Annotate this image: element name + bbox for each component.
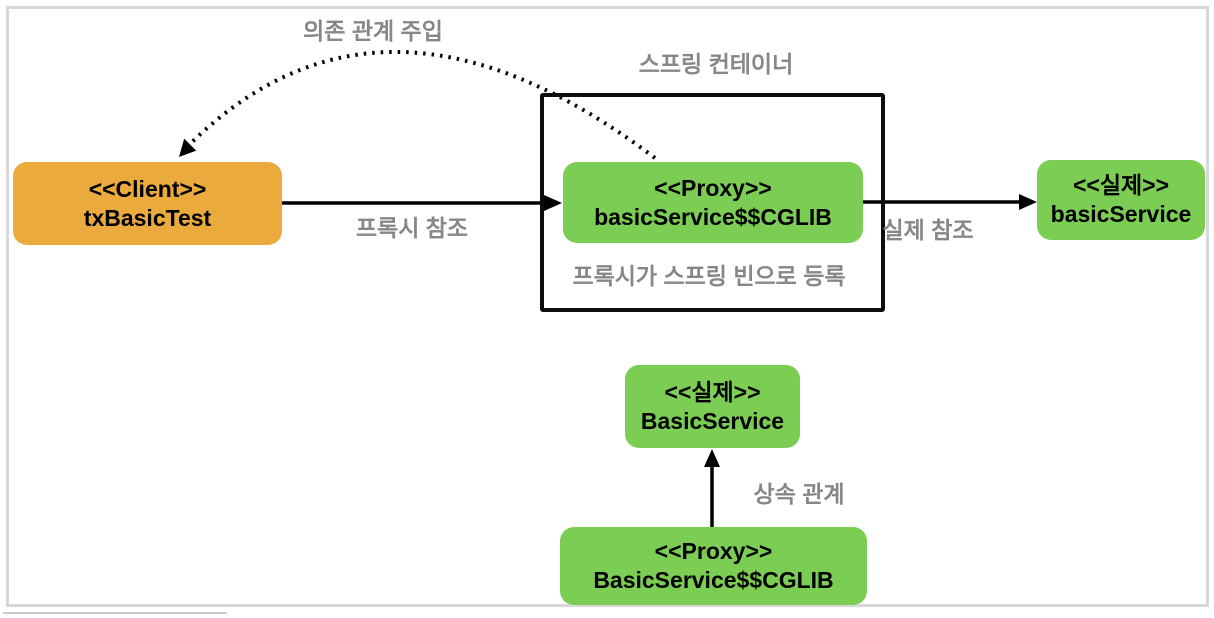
bottom-divider-line — [3, 612, 227, 614]
real-bean-name: basicService — [1050, 201, 1192, 227]
proxy-bean-stereotype: <<Proxy>> — [654, 174, 772, 201]
real-class-node: <<실제>> BasicService — [625, 365, 800, 448]
proxy-reference-label: 프록시 참조 — [355, 215, 469, 241]
real-class-name: BasicService — [640, 407, 785, 434]
dependency-injection-label: 의존 관계 주입 — [303, 18, 443, 44]
client-node: <<Client>> txBasicTest — [13, 162, 282, 245]
client-name: txBasicTest — [83, 204, 212, 231]
proxy-bean-node: <<Proxy>> basicService$$CGLIB — [563, 162, 863, 243]
proxy-class-stereotype: <<Proxy>> — [654, 538, 773, 564]
real-reference-label: 실제 참조 — [882, 217, 974, 243]
inheritance-arrow — [704, 449, 720, 527]
real-bean-node: <<실제>> basicService — [1037, 160, 1205, 240]
real-class-stereotype: <<실제>> — [664, 378, 761, 405]
client-stereotype: <<Client>> — [88, 175, 207, 202]
proxy-bean-name: basicService$$CGLIB — [594, 203, 832, 230]
real-reference-arrow — [863, 194, 1037, 210]
inheritance-label: 상속 관계 — [753, 481, 845, 507]
proxy-class-node: <<Proxy>> BasicService$$CGLIB — [560, 527, 867, 605]
proxy-registered-label: 프록시가 스프링 빈으로 등록 — [572, 263, 846, 289]
real-bean-stereotype: <<실제>> — [1072, 172, 1170, 198]
spring-container-label: 스프링 컨테이너 — [638, 51, 794, 77]
proxy-class-name: BasicService$$CGLIB — [593, 567, 834, 593]
